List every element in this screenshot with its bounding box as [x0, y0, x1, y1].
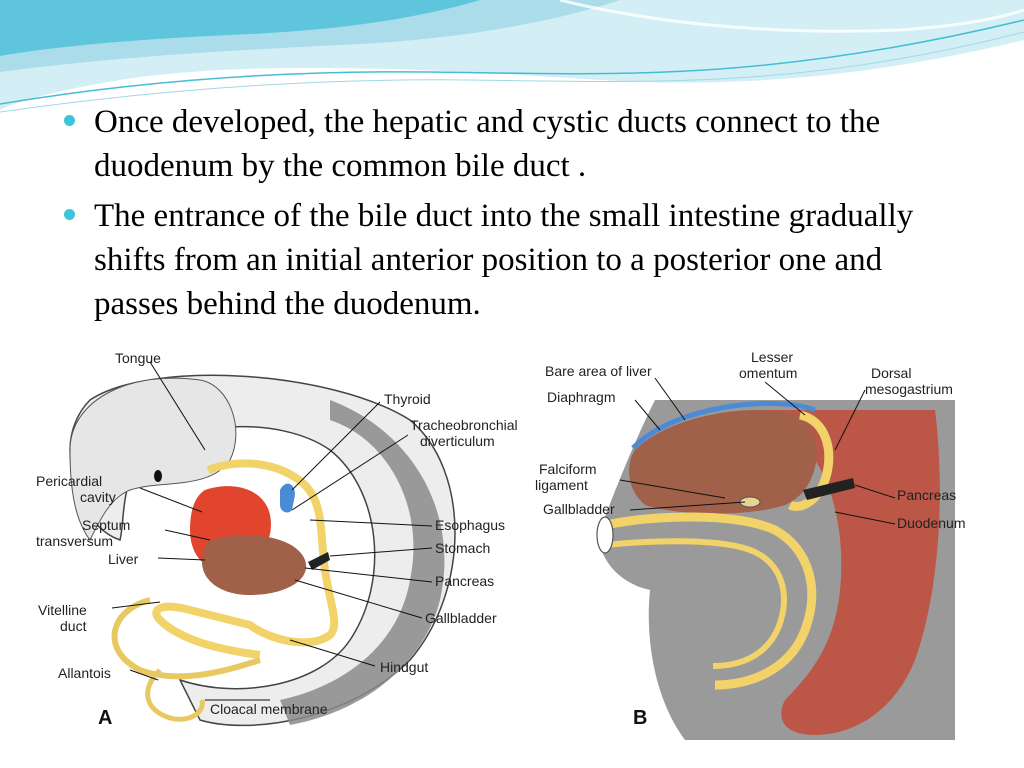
- bullet-dot-icon: [64, 209, 75, 220]
- tube-opening: [596, 516, 614, 554]
- label-falciform: Falciform: [539, 461, 597, 477]
- leader-lines: [619, 377, 896, 525]
- duodenal-region: [765, 410, 940, 735]
- label-vitelline: Vitelline: [38, 602, 87, 618]
- label-liver: Liver: [108, 551, 139, 567]
- label-septum: Septum: [82, 517, 130, 533]
- bullet-text: The entrance of the bile duct into the s…: [94, 198, 914, 322]
- lesser-omentum-shape: [787, 410, 834, 511]
- gut-loop: [604, 512, 817, 690]
- label-pancreas: Pancreas: [435, 573, 494, 589]
- bullet-item: The entrance of the bile duct into the s…: [62, 194, 962, 326]
- label-duct: duct: [60, 618, 87, 634]
- tracheobronchial-shape: [280, 483, 295, 513]
- label-transversum: transversum: [36, 533, 113, 549]
- embryo-gray-band: [280, 400, 445, 725]
- bullet-dot-icon: [64, 115, 75, 126]
- liver-shape: [202, 535, 307, 595]
- label-dorsal: Dorsal: [871, 365, 911, 381]
- gut-loop-inner: [604, 538, 787, 669]
- label-esophagus: Esophagus: [435, 517, 505, 533]
- header-wave-decoration: [0, 0, 1024, 113]
- label-hindgut: Hindgut: [380, 659, 428, 675]
- embryo-body: [69, 374, 456, 727]
- figure-b: Bare area of liver Lesser omentum Dorsal…: [535, 340, 1005, 745]
- label-omentum: omentum: [739, 365, 797, 381]
- label-diaphragm: Diaphragm: [547, 389, 615, 405]
- label-mesogastrium: mesogastrium: [865, 381, 953, 397]
- label-allantois: Allantois: [58, 665, 111, 681]
- label-stomach: Stomach: [435, 540, 490, 556]
- figure-a-illustration: Tongue Thyroid Tracheobronchial divertic…: [36, 350, 518, 729]
- panel-letter-b: B: [633, 707, 647, 729]
- pancreas-shape: [803, 478, 855, 500]
- label-diverticulum: diverticulum: [420, 433, 495, 449]
- panel-letter-a: A: [98, 707, 112, 729]
- label-duodenum: Duodenum: [897, 515, 966, 531]
- label-lesser: Lesser: [751, 349, 793, 365]
- label-bare-area: Bare area of liver: [545, 363, 652, 379]
- tail-loop: [111, 597, 261, 680]
- label-gallbladder: Gallbladder: [425, 610, 497, 626]
- bullet-item: Once developed, the hepatic and cystic d…: [62, 100, 962, 188]
- leader-lines: [111, 361, 433, 701]
- eye-icon: [154, 470, 162, 482]
- label-tracheobronchial: Tracheobronchial: [410, 417, 518, 433]
- label-gallbladder: Gallbladder: [543, 501, 615, 517]
- liver-shape: [629, 410, 817, 514]
- gut-tube: [152, 459, 339, 659]
- diaphragm-shape: [631, 400, 816, 450]
- label-cloacal-membrane: Cloacal membrane: [210, 701, 328, 717]
- label-thyroid: Thyroid: [384, 391, 431, 407]
- label-ligament: ligament: [535, 477, 588, 493]
- label-pancreas: Pancreas: [897, 487, 956, 503]
- stomach-shape: [308, 552, 330, 570]
- label-tongue: Tongue: [115, 350, 161, 366]
- figure-b-illustration: Bare area of liver Lesser omentum Dorsal…: [535, 349, 966, 740]
- label-cavity: cavity: [80, 489, 116, 505]
- figure-a: Tongue Thyroid Tracheobronchial divertic…: [30, 340, 570, 745]
- label-pericardial: Pericardial: [36, 473, 102, 489]
- embryo-head: [69, 377, 237, 541]
- bullet-text: Once developed, the hepatic and cystic d…: [94, 104, 881, 184]
- allantois-shape: [145, 668, 205, 722]
- bullet-list: Once developed, the hepatic and cystic d…: [62, 100, 962, 332]
